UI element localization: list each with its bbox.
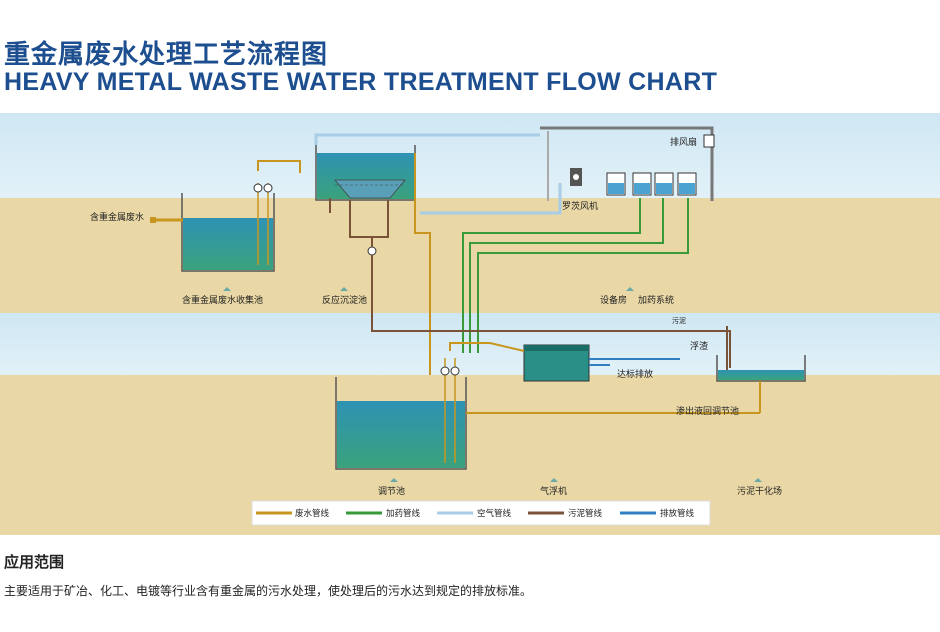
legend-item-dosing: 加药管线 [346,508,421,519]
page-title-en: HEAVY METAL WASTE WATER TREATMENT FLOW C… [4,68,718,96]
label-exhaust-fan: 排风扇 [670,136,697,148]
label-regulating-tank: 调节池 [378,485,405,497]
svg-text:排放管线: 排放管线 [660,508,695,519]
label-collection-tank: 含重金属废水收集池 [182,294,263,306]
svg-text:废水管线: 废水管线 [295,508,330,519]
label-discharge: 达标排放 [617,368,653,380]
label-seepage-return: 渗出液回调节池 [676,405,739,417]
legend-item-discharge: 排放管线 [620,508,695,519]
label-reaction-tank: 反应沉淀池 [322,294,367,306]
label-sludge-drying: 污泥干化场 [737,485,782,497]
flow-diagram: 污泥 含重金属废水 排风扇 罗茨风机 含重金属废水收集池 反应沉淀池 设备房 加… [0,113,940,535]
svg-text:加药管线: 加药管线 [386,508,421,519]
page-title-cn: 重金属废水处理工艺流程图 [4,40,329,70]
label-equipment-room: 设备房 [600,294,627,306]
regulating-tank [335,342,490,470]
label-inlet: 含重金属废水 [90,211,144,223]
legend: 废水管线 加药管线 空气管线 污泥管线 排放管线 [251,500,711,526]
sludge-drying-field [466,326,806,414]
label-dosing-system: 加药系统 [638,294,674,306]
label-air-flotation: 气浮机 [540,485,567,497]
label-roots-blower: 罗茨风机 [562,200,598,212]
svg-text:污泥管线: 污泥管线 [568,508,603,519]
svg-text:空气管线: 空气管线 [477,508,512,519]
legend-item-air: 空气管线 [437,508,512,519]
label-scum: 浮渣 [690,340,708,352]
legend-item-sludge: 污泥管线 [528,508,603,519]
equipment-room [540,126,715,201]
description-text: 主要适用于矿冶、化工、电镀等行业含有重金属的污水处理，使处理后的污水达到规定的排… [4,584,533,598]
sky-band-upper [0,113,940,198]
pipe-label-sludge: 污泥 [672,317,686,325]
triangle-markers [223,287,762,482]
legend-item-wastewater: 废水管线 [256,508,330,519]
section-title: 应用范围 [4,553,65,571]
reaction-tank [315,145,445,332]
air-flotation-unit [489,342,680,382]
collection-pumps [253,160,301,265]
